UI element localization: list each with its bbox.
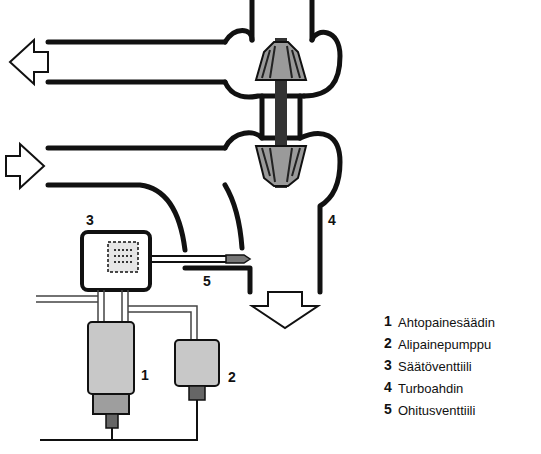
hose: [98, 290, 104, 322]
hose: [36, 296, 98, 302]
turbine-housing: [300, 133, 340, 292]
pressure-controller: [88, 322, 134, 394]
flow-arrow: [252, 292, 318, 328]
turbine-housing: [225, 185, 242, 248]
solenoid: [108, 242, 138, 272]
legend-number: 4: [384, 380, 392, 395]
exhaust-pipe-wall: [48, 146, 225, 151]
legend-number: 1: [384, 314, 392, 329]
pressure-controller: [93, 394, 129, 414]
control-valve-body: [82, 232, 150, 290]
hose: [128, 306, 197, 340]
legend-text: Ohitusventtiili: [398, 403, 475, 418]
vacuum-pump: [175, 340, 219, 386]
callout-number: 3: [86, 213, 94, 228]
legend-number: 3: [384, 358, 392, 373]
center-housing: [298, 96, 303, 138]
legend-text: Ahtopainesäädin: [398, 315, 495, 330]
compressor-housing: [304, 32, 340, 96]
callout-number: 5: [203, 274, 211, 289]
wire: [40, 400, 197, 440]
wheel-blade: [262, 46, 300, 78]
hose: [122, 290, 128, 322]
flow-arrow: [6, 144, 44, 188]
bypass-pipe-wall: [185, 268, 250, 292]
flow-arrow: [10, 40, 48, 84]
wheel-blade: [262, 148, 300, 182]
outlet-pipe-wall: [48, 80, 225, 85]
legend-number: 5: [384, 402, 392, 417]
connector: [106, 414, 118, 428]
outlet-pipe-wall: [48, 40, 225, 45]
turbine-wheel: [256, 146, 306, 186]
legend-text: Säätöventtiili: [398, 359, 472, 374]
compressor-wheel: [256, 42, 306, 80]
center-housing: [260, 96, 265, 138]
solenoid-coil: [114, 250, 132, 262]
legend-text: Turboahdin: [398, 381, 463, 396]
legend-number: 2: [384, 336, 392, 351]
turbine-wheel: [256, 146, 306, 186]
compressor-housing: [225, 82, 304, 97]
callout-number: 1: [141, 368, 149, 383]
valve-rod: [150, 261, 226, 263]
compressor-housing: [225, 31, 252, 43]
legend-text: Alipainepumppu: [398, 337, 491, 352]
callout-number: 2: [228, 370, 236, 385]
callout-number: 4: [328, 213, 336, 228]
bypass-valve-plug: [226, 255, 250, 263]
connector: [189, 386, 205, 400]
valve-rod: [150, 255, 226, 257]
compressor-wheel: [256, 42, 306, 80]
